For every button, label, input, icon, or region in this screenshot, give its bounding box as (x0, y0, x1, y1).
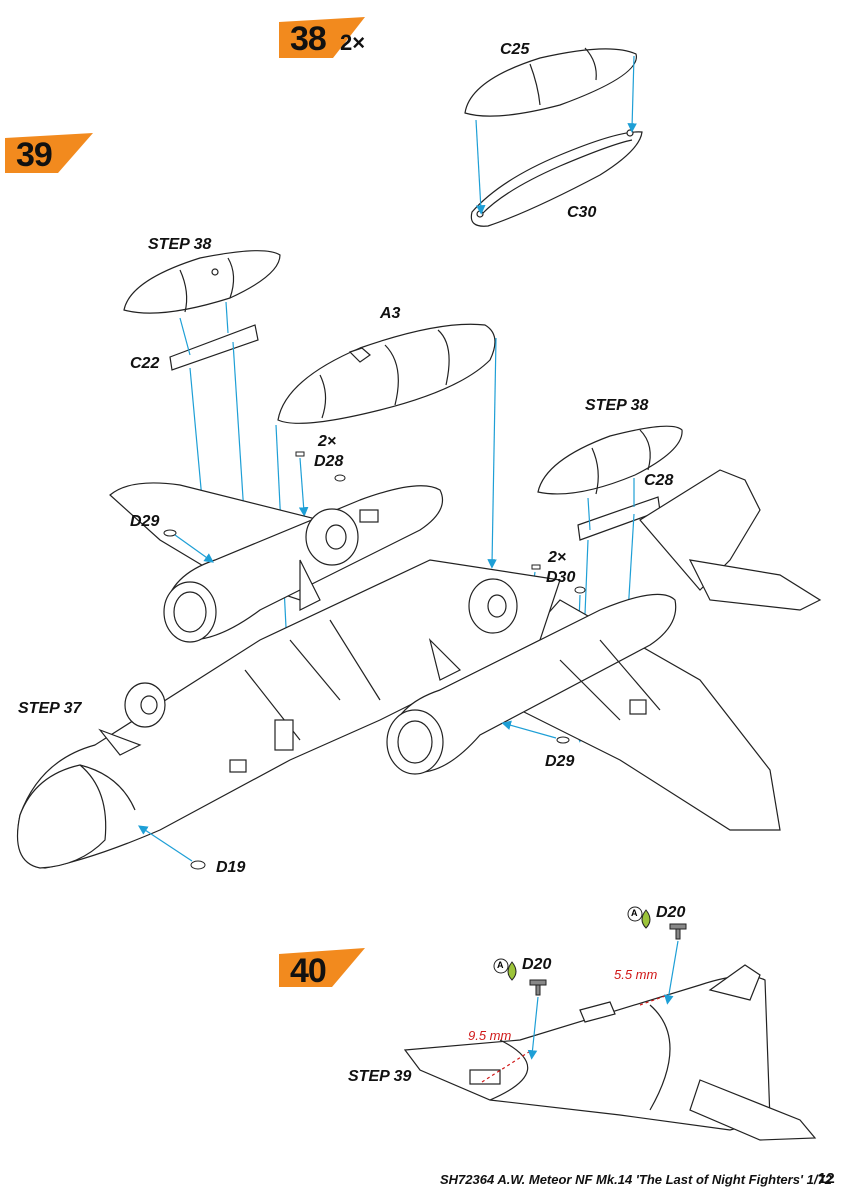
label-d29-right: D29 (545, 753, 575, 770)
label-step38-right: STEP 38 (585, 397, 649, 414)
label-d19: D19 (216, 859, 246, 876)
paint-circle-right (627, 906, 643, 922)
part-d30-b (574, 586, 586, 594)
label-c22: C22 (130, 355, 160, 372)
part-d29-right (556, 736, 570, 744)
label-d28-qty: 2× (318, 433, 337, 450)
part-d19 (190, 860, 206, 870)
part-d20-left (529, 979, 547, 996)
part-c30 (470, 129, 643, 227)
label-a3: A3 (380, 305, 401, 322)
dimension-95: 9.5 mm (468, 1028, 512, 1043)
paint-code-right: A (631, 908, 638, 918)
part-c25 (464, 47, 637, 117)
label-step37: STEP 37 (18, 700, 82, 717)
part-d29-left (163, 529, 177, 537)
label-d28: D28 (314, 453, 344, 470)
label-step39: STEP 39 (348, 1068, 412, 1085)
paint-drop-right-icon (641, 909, 651, 929)
part-d20-right (669, 923, 687, 940)
label-step38-left: STEP 38 (148, 236, 212, 253)
paint-circle-left (493, 958, 509, 974)
paint-drop-left-icon (507, 961, 517, 981)
part-d28-a (295, 451, 305, 457)
dimension-line-95 (481, 1049, 533, 1083)
label-d29-left: D29 (130, 513, 160, 530)
step40-number: 40 (290, 952, 327, 990)
page-number: 12 (818, 1170, 835, 1187)
label-c28: C28 (644, 472, 674, 489)
label-c25: C25 (500, 41, 530, 58)
part-c22 (169, 324, 259, 371)
step40-badge (279, 948, 365, 987)
aircraft-tail-section (403, 964, 817, 1141)
paint-code-left: A (497, 960, 504, 970)
label-c30: C30 (567, 204, 597, 221)
part-step38-right-fairing (537, 425, 683, 495)
part-step38-left-fairing (123, 250, 281, 314)
step38-quantity: 2× (340, 30, 366, 55)
dimension-55: 5.5 mm (614, 967, 658, 982)
part-d28-b (334, 474, 346, 482)
step38-number: 38 (290, 20, 327, 58)
step38-badge (279, 17, 365, 58)
footer-text: SH72364 A.W. Meteor NF Mk.14 'The Last o… (440, 1172, 832, 1187)
step39-number: 39 (16, 136, 53, 174)
label-d30-qty: 2× (548, 549, 567, 566)
dimension-line-55 (639, 994, 669, 1006)
part-a3 (277, 323, 496, 424)
label-d30: D30 (546, 569, 576, 586)
part-d30-a (531, 564, 541, 570)
aircraft-main (16, 469, 822, 869)
label-d20-left: D20 (522, 956, 552, 973)
landing-gear (98, 508, 518, 756)
label-d20-right: D20 (656, 904, 686, 921)
step39-badge (5, 133, 93, 173)
